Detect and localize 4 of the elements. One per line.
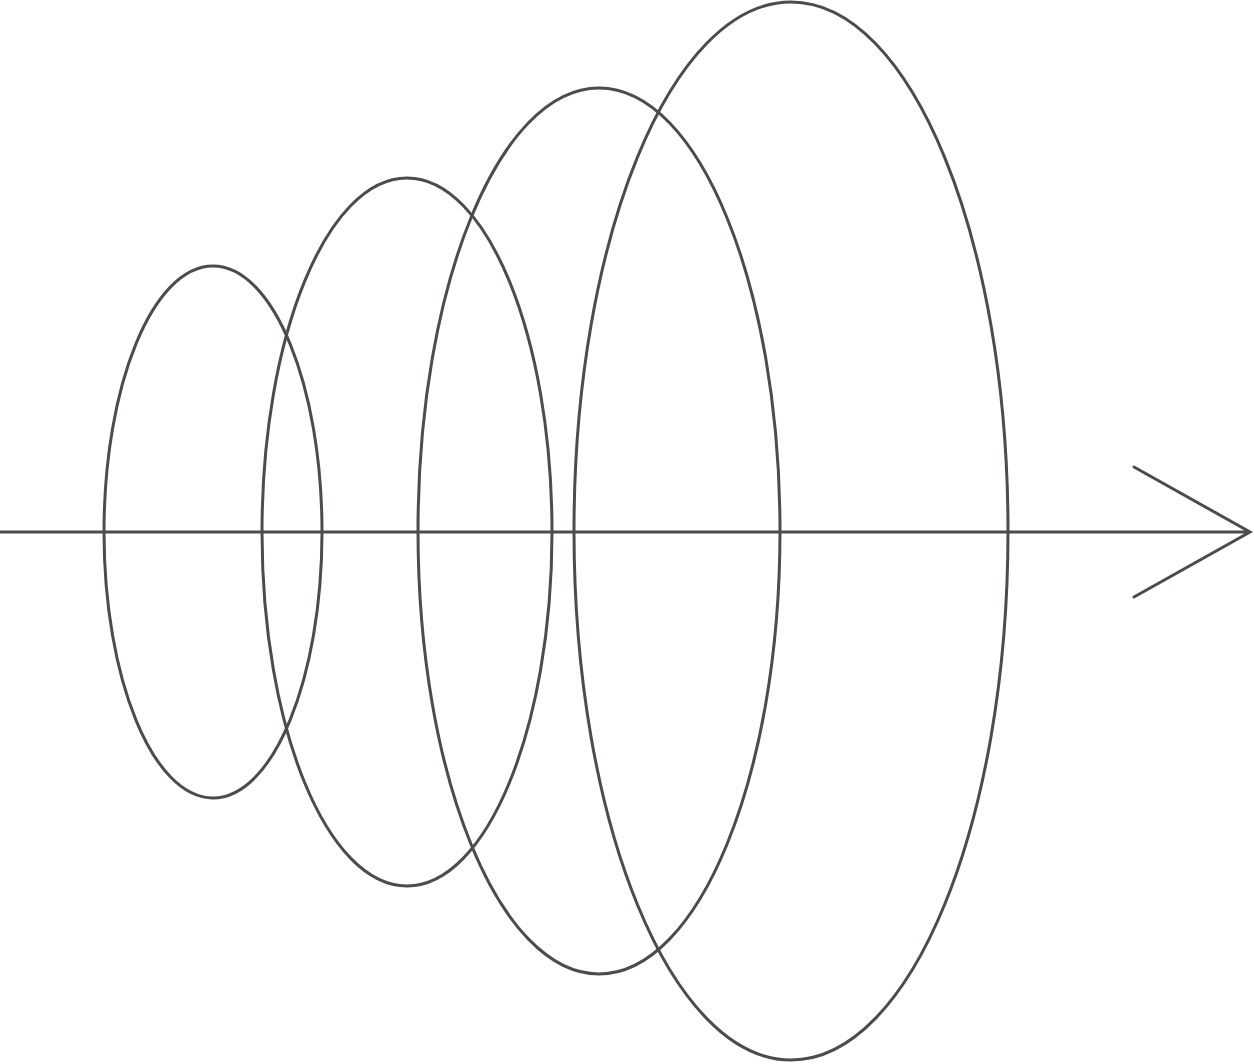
ellipse [416, 86, 782, 976]
ellipse [572, 0, 1010, 1062]
ellipse [260, 176, 554, 888]
ellipse [102, 264, 324, 800]
